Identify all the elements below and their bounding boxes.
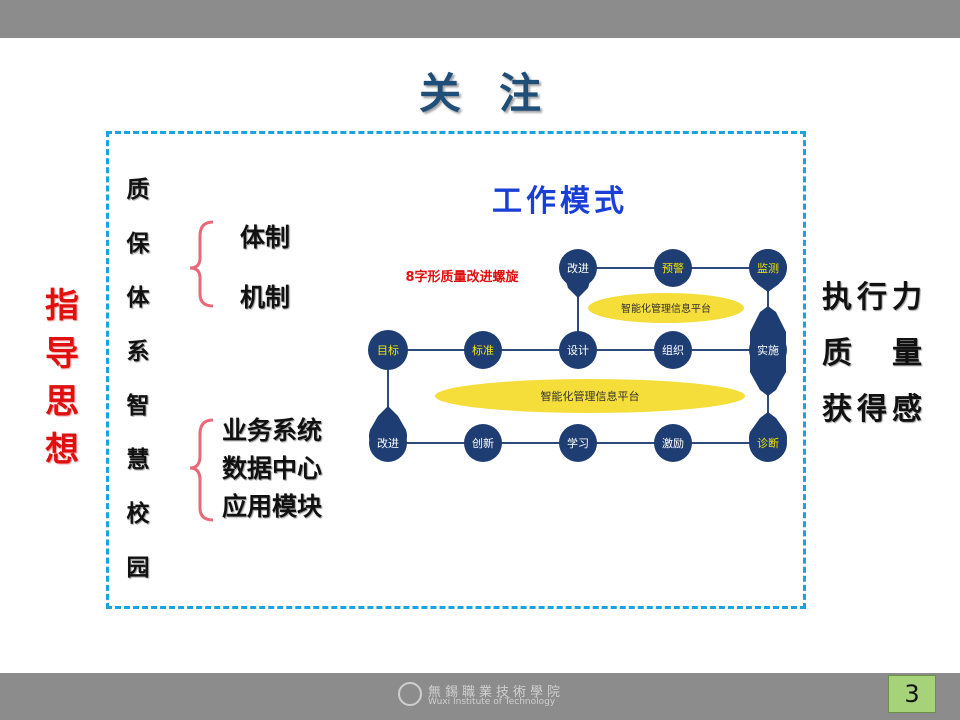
- left-label-char: 导: [45, 334, 79, 374]
- top-bar: [0, 0, 960, 38]
- right-char: 执: [822, 280, 852, 315]
- school-name-en: Wuxi Institute of Technology: [428, 697, 556, 707]
- node-xuexi: 学习: [559, 424, 597, 462]
- svg-text:学习: 学习: [567, 436, 589, 450]
- vertical-char: 校: [126, 501, 150, 527]
- school-name-cn: 無錫職業技術學院: [428, 685, 565, 700]
- bottom-bar: [0, 673, 960, 720]
- svg-text:标准: 标准: [472, 343, 494, 357]
- svg-text:改进: 改进: [567, 261, 589, 275]
- app-module-word: 应用模块: [222, 492, 323, 521]
- node-jili: 激励: [654, 424, 692, 462]
- vertical-char: 保: [126, 231, 150, 257]
- page-number: 3: [888, 675, 936, 713]
- platform-top-label: 智能化管理信息平台: [621, 302, 711, 315]
- right-char: 行: [857, 280, 887, 315]
- svg-text:预警: 预警: [662, 261, 684, 275]
- node-mubiao: 目标: [368, 330, 408, 370]
- right-char: 得: [857, 392, 887, 427]
- svg-text:实施: 实施: [757, 343, 779, 357]
- vertical-char: 慧: [126, 447, 150, 473]
- left-label-char: 想: [45, 430, 79, 470]
- right-line-3: 获得感: [822, 382, 922, 438]
- business-system-word: 业务系统: [222, 416, 323, 445]
- data-center-word: 数据中心: [222, 454, 323, 483]
- svg-text:设计: 设计: [567, 344, 589, 357]
- svg-text:激励: 激励: [662, 436, 684, 450]
- slide-title: 关注: [418, 69, 579, 118]
- node-yujing: 预警: [654, 249, 692, 287]
- node-sheji: 设计: [559, 331, 597, 369]
- platform-top: [588, 293, 744, 323]
- svg-text:改进: 改进: [377, 436, 399, 450]
- quality-system-vertical: 质 保 体 系 智 慧 校 园: [122, 170, 154, 602]
- bottom-group: 业务系统 数据中心 应用模块: [222, 412, 322, 526]
- right-char: 质: [822, 336, 852, 371]
- vertical-char: 系: [126, 339, 150, 365]
- svg-text:目标: 目标: [377, 343, 399, 357]
- svg-text:创新: 创新: [472, 436, 494, 450]
- right-line-2: 质量: [822, 326, 922, 382]
- spiral-label: 8字形质量改进螺旋: [405, 269, 519, 285]
- platform-main-label: 智能化管理信息平台: [541, 389, 640, 403]
- vertical-char: 园: [126, 555, 150, 581]
- left-label-char: 思: [45, 382, 79, 422]
- school-emblem-icon: [398, 682, 422, 706]
- svg-text:诊断: 诊断: [757, 436, 779, 450]
- right-char: 力: [892, 280, 922, 315]
- node-shishi: 实施: [749, 306, 787, 396]
- vertical-char: 智: [126, 393, 150, 419]
- svg-text:监测: 监测: [757, 262, 779, 275]
- vertical-char: 体: [126, 285, 150, 311]
- right-line-1: 执行力: [822, 270, 922, 326]
- platform-main: [435, 379, 745, 413]
- mechanism-word: 机制: [240, 283, 291, 312]
- school-logo: 無錫職業技術學院 Wuxi Institute of Technology: [398, 680, 578, 712]
- node-jiance: 监测: [749, 249, 787, 292]
- right-text: 执行力 质量 获得感: [822, 270, 922, 438]
- node-zhenduan: 诊断: [748, 412, 787, 462]
- right-char: 量: [892, 336, 922, 371]
- right-char: 获: [822, 392, 852, 427]
- system-word: 体制: [240, 223, 291, 252]
- node-bottom-gaijin: 改进: [369, 406, 407, 462]
- node-zuzhi: 组织: [654, 331, 692, 369]
- diagram-heading: 工作模式: [492, 184, 628, 219]
- dashed-frame: [106, 131, 806, 609]
- right-char: 感: [892, 392, 922, 427]
- guiding-thought-label: 指 导 思 想: [40, 282, 84, 474]
- svg-text:组织: 组织: [662, 343, 684, 357]
- node-top-gaijin: 改进: [559, 249, 597, 298]
- vertical-char: 质: [126, 177, 150, 203]
- node-biaozhun: 标准: [464, 331, 502, 369]
- node-chuangxin: 创新: [464, 424, 502, 462]
- left-label-char: 指: [45, 286, 79, 326]
